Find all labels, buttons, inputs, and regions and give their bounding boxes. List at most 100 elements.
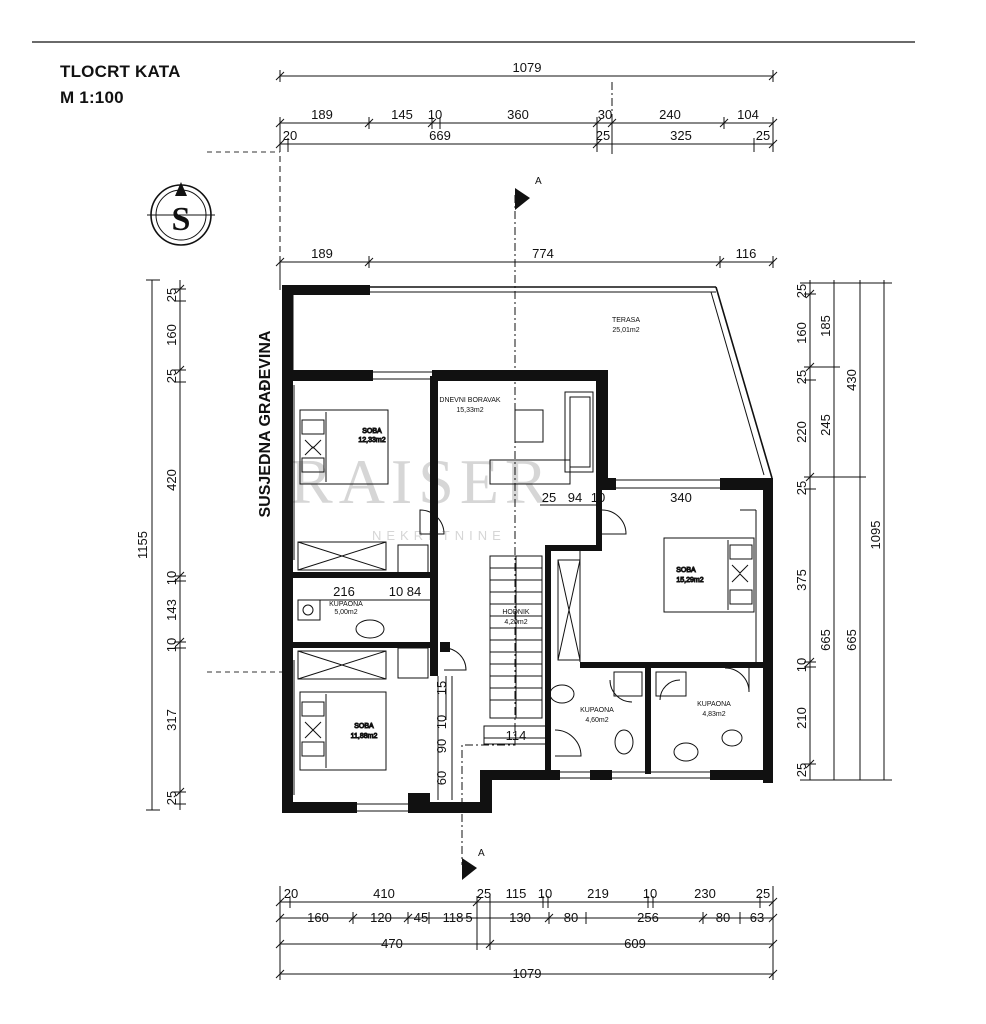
- dim-int-10c: 10: [434, 715, 449, 729]
- dim-top-25b: 25: [756, 128, 770, 143]
- compass-icon: S: [147, 182, 215, 246]
- dim-top-189: 189: [311, 107, 333, 122]
- dim-top-145: 145: [391, 107, 413, 122]
- plan-title: TLOCRT KATA: [60, 62, 181, 81]
- wardrobes: [297, 541, 581, 680]
- dim-int-84: 84: [407, 584, 421, 599]
- bottom-dimensions: [275, 886, 778, 980]
- dim-int-10b: 10: [389, 584, 403, 599]
- watermark: RAISER: [290, 446, 554, 517]
- dim-bot-115: 115: [506, 886, 527, 901]
- dim-int-60: 60: [434, 771, 449, 785]
- dim-bot-10a: 10: [538, 886, 552, 901]
- watermark-sub: NEKRETNINE: [372, 528, 506, 543]
- dim-top-104: 104: [737, 107, 759, 122]
- soba3-area: 11,88m2: [351, 733, 378, 740]
- plan-scale: M 1:100: [60, 88, 124, 107]
- dim-mid-189: 189: [311, 246, 333, 261]
- kup1-name: KUPAONA: [580, 707, 614, 714]
- dim-bot-256: 256: [637, 910, 659, 925]
- dim-bot-25b: 25: [756, 886, 770, 901]
- dim-left-25c: 25: [164, 791, 179, 805]
- top-dim-ticks: [207, 117, 778, 673]
- kup3-area: 5,00m2: [334, 609, 357, 616]
- dim-bot-total: 1079: [513, 966, 542, 981]
- soba1-area: 12,33m2: [358, 437, 385, 444]
- dim-top-total: 1079: [513, 60, 542, 75]
- dim-right-25c: 25: [794, 481, 809, 495]
- dim-right-total: 1095: [868, 521, 883, 550]
- dnevni-name: DNEVNI BORAVAK: [439, 397, 501, 404]
- dim-bot-45: 45: [414, 910, 428, 925]
- dim-int-340: 340: [670, 490, 692, 505]
- soba2-name: SOBA: [676, 567, 696, 574]
- dim-right-245: 245: [818, 414, 833, 436]
- dim-left-25a: 25: [164, 288, 179, 302]
- dim-int-25: 25: [542, 490, 556, 505]
- section-marker-bottom: A: [478, 848, 485, 859]
- dim-bot-80b: 80: [716, 910, 730, 925]
- dim-bot-63: 63: [750, 910, 764, 925]
- dim-right-220: 220: [794, 421, 809, 443]
- dim-int-15: 15: [434, 681, 449, 695]
- dim-top-30: 30: [598, 107, 612, 122]
- dim-right-185: 185: [818, 315, 833, 337]
- dim-int-90: 90: [434, 739, 449, 753]
- dim-right-375: 375: [794, 569, 809, 591]
- compass-letter: S: [172, 201, 191, 238]
- dim-top-669: 669: [429, 128, 451, 143]
- dim-top-20: 20: [283, 128, 297, 143]
- dim-top-25a: 25: [596, 128, 610, 143]
- dim-right-665a: 665: [818, 629, 833, 651]
- dim-bot-5: 5: [465, 910, 472, 925]
- left-dimensions: [146, 279, 186, 811]
- dim-bot-470: 470: [381, 936, 403, 951]
- bottom-dim-labels: 20 410 25 115 10 219 10 230 25 160 120 4…: [284, 886, 770, 981]
- soba1-name: SOBA: [362, 428, 382, 435]
- dim-bot-25a: 25: [477, 886, 491, 901]
- hodnik-area: 4,20m2: [504, 619, 527, 626]
- bed-icon: SOBA 12,33m2: [299, 409, 389, 485]
- doors: [419, 509, 750, 757]
- right-dimensions: [800, 280, 892, 781]
- dim-bot-219: 219: [587, 886, 609, 901]
- dim-bot-160: 160: [307, 910, 329, 925]
- dim-right-25a: 25: [794, 284, 809, 298]
- dim-bot-118: 118: [443, 910, 464, 925]
- dim-left-10b: 10: [164, 638, 179, 652]
- section-line: A A: [461, 82, 613, 880]
- dim-mid-774: 774: [532, 246, 554, 261]
- dim-left-25b: 25: [164, 369, 179, 383]
- kup2-area: 4,83m2: [702, 711, 725, 718]
- dim-bot-130: 130: [509, 910, 531, 925]
- dim-bot-410: 410: [373, 886, 395, 901]
- dim-right-210: 210: [794, 707, 809, 729]
- left-dim-labels: 1155 25 160 25 420 10 143 10 317 25: [135, 288, 179, 805]
- dim-bot-20: 20: [284, 886, 298, 901]
- dim-right-665b: 665: [844, 629, 859, 651]
- dim-left-total: 1155: [135, 531, 150, 559]
- dim-int-10: 10: [591, 490, 605, 505]
- dim-top-240: 240: [659, 107, 681, 122]
- dim-right-10: 10: [794, 658, 809, 672]
- stairs: [483, 555, 547, 745]
- hodnik-name: HODNIK: [502, 609, 530, 616]
- right-dim-labels: 25 160 25 220 25 375 10 210 25 185 245 6…: [794, 284, 883, 777]
- dnevni-area: 15,33m2: [456, 407, 483, 414]
- interior-dims: 25 94 10 340 216 10 84 15 10 90 60 114: [320, 490, 692, 800]
- terasa-name: TERASA: [612, 317, 640, 324]
- bed-icon: SOBA 15,29m2: [663, 537, 755, 613]
- dim-bot-80a: 80: [564, 910, 578, 925]
- dim-left-420: 420: [164, 469, 179, 491]
- top-dimensions: 1079 189 145 10 360 30 240 104 20 669 25…: [275, 60, 778, 263]
- dim-left-160: 160: [164, 324, 179, 346]
- dim-bot-230: 230: [694, 886, 716, 901]
- dim-left-10a: 10: [164, 571, 179, 585]
- bed-icon: SOBA 11,88m2: [299, 691, 387, 771]
- dim-int-216: 216: [333, 584, 355, 599]
- dim-bot-609: 609: [624, 936, 646, 951]
- kup3-name: KUPAONA: [329, 601, 363, 608]
- terasa-area: 25,01m2: [612, 327, 639, 334]
- dim-top-360: 360: [507, 107, 529, 122]
